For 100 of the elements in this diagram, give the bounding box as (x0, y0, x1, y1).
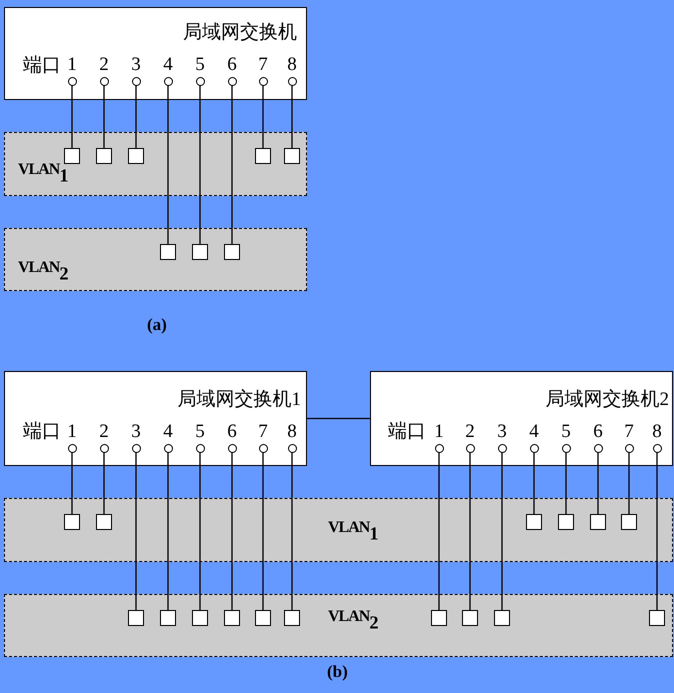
connector-line (71, 452, 73, 514)
port-circle (132, 76, 140, 86)
port-circle (288, 76, 296, 86)
port-circle (258, 76, 268, 86)
connector-line (656, 452, 658, 610)
vlan-port-box (255, 148, 271, 164)
connector-line (167, 452, 169, 610)
figure-label: (a) (147, 315, 167, 335)
vlan-port-box (192, 610, 208, 626)
vlan-band (4, 498, 673, 562)
vlan-port-box (128, 148, 144, 164)
port-circle (530, 444, 538, 452)
port-circle (652, 444, 662, 452)
vlan-port-box (224, 610, 240, 626)
port-number: 5 (561, 420, 571, 442)
connector-line (103, 86, 105, 148)
port-circle (164, 76, 172, 86)
port-circle (466, 444, 474, 452)
port-circle (196, 76, 204, 86)
vlan-port-box (284, 610, 300, 626)
port-number: 3 (131, 54, 141, 76)
vlan-port-box (224, 244, 240, 260)
vlan-port-box (462, 610, 478, 626)
connector-line (71, 86, 73, 148)
port-number: 7 (258, 54, 268, 76)
connector-line (199, 452, 201, 610)
connector-line (291, 452, 293, 610)
port-circle (434, 444, 444, 452)
port-number: 4 (163, 420, 173, 442)
vlan-port-box (590, 514, 606, 530)
port-number: 7 (624, 420, 634, 442)
vlan-port-box (558, 514, 574, 530)
connector-line (291, 86, 293, 148)
vlan-port-box (128, 610, 144, 626)
switch-box (4, 7, 307, 100)
port-circle (594, 444, 602, 452)
connector-line (262, 452, 264, 610)
vlan-port-box (431, 610, 447, 626)
vlan-band (4, 132, 307, 196)
vlan-port-box (255, 610, 271, 626)
port-circle (288, 444, 296, 452)
connector-line (565, 452, 567, 514)
connector-line (135, 452, 137, 610)
vlan-port-box (160, 610, 176, 626)
connector-line (262, 86, 264, 148)
port-circle (498, 444, 506, 452)
port-number: 6 (227, 54, 237, 76)
vlan-port-box (192, 244, 208, 260)
vlan-port-box (160, 244, 176, 260)
port-number: 1 (67, 54, 77, 76)
port-circle (562, 444, 570, 452)
vlan-port-box (284, 148, 300, 164)
connector-line (438, 452, 440, 610)
port-circle (132, 444, 140, 452)
port-number: 5 (195, 420, 205, 442)
port-number: 8 (287, 420, 297, 442)
port-number: 8 (652, 420, 662, 442)
vlan-port-box (526, 514, 542, 530)
vlan-port-box (64, 514, 80, 530)
port-circle (68, 76, 76, 86)
port-number: 2 (99, 54, 109, 76)
vlan-band (4, 594, 673, 657)
port-number: 3 (497, 420, 507, 442)
switch-name: 局域网交换机 (183, 22, 297, 44)
port-circle (100, 444, 108, 452)
vlan-port-box (494, 610, 510, 626)
vlan-port-box (96, 514, 112, 530)
port-number: 5 (195, 54, 205, 76)
port-heading: 端口 (388, 421, 426, 443)
port-number: 3 (131, 420, 141, 442)
port-number: 2 (99, 420, 109, 442)
vlan-port-box (64, 148, 80, 164)
connector-line (199, 86, 201, 244)
port-circle (164, 444, 172, 452)
connector-line (469, 452, 471, 610)
switch-name: 局域网交换机1 (178, 389, 301, 411)
port-number: 7 (258, 420, 268, 442)
vlan-band (4, 228, 307, 291)
switch-name: 局域网交换机2 (546, 389, 669, 411)
port-circle (100, 76, 108, 86)
switch-box (4, 371, 307, 466)
connector-line (103, 452, 105, 514)
port-number: 6 (227, 420, 237, 442)
vlan-port-box (649, 610, 665, 626)
port-number: 2 (465, 420, 475, 442)
connector-line (307, 418, 370, 420)
port-number: 1 (67, 420, 77, 442)
port-circle (228, 444, 236, 452)
connector-line (501, 452, 503, 610)
connector-line (628, 452, 630, 514)
connector-line (533, 452, 535, 514)
port-number: 1 (434, 420, 444, 442)
port-circle (258, 444, 268, 452)
port-number: 4 (529, 420, 539, 442)
port-circle (624, 444, 634, 452)
connector-line (231, 86, 233, 244)
port-heading: 端口 (23, 55, 61, 77)
connector-line (597, 452, 599, 514)
vlan-port-box (96, 148, 112, 164)
connector-line (231, 452, 233, 610)
